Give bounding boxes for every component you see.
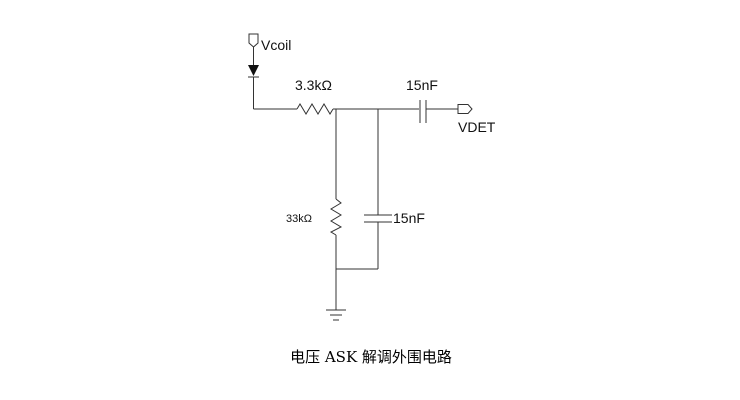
series-capacitor-label: 15nF [406, 77, 438, 93]
series-resistor-label: 3.3kΩ [295, 77, 332, 93]
shunt-capacitor-label: 15nF [393, 210, 425, 226]
vcoil-label: Vcoil [261, 37, 291, 53]
diode-icon [248, 65, 259, 78]
shunt-capacitor-icon [364, 214, 392, 223]
shunt-resistor-icon [329, 198, 343, 236]
shunt-resistor-label: 33kΩ [286, 213, 312, 225]
diagram-caption: 电压 ASK 解调外围电路 [290, 348, 452, 366]
series-capacitor-icon [419, 100, 427, 123]
series-resistor-icon [296, 103, 334, 115]
vdet-port-icon [457, 104, 473, 114]
ground-icon [326, 309, 346, 321]
vdet-label: VDET [458, 119, 496, 135]
vcoil-port-icon [248, 33, 259, 48]
